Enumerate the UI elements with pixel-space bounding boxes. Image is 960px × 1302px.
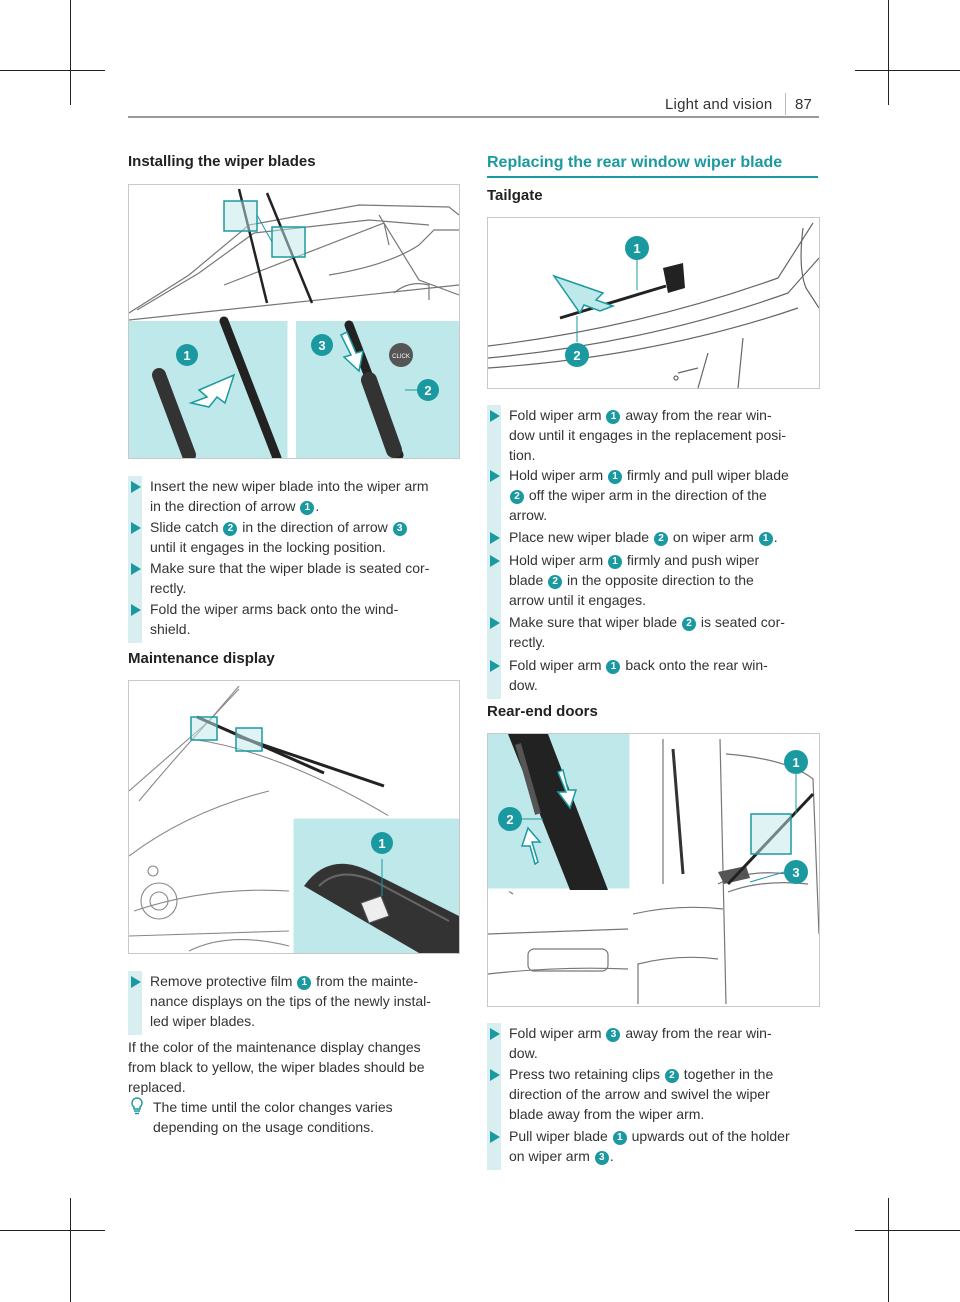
callout-3: 3	[318, 338, 325, 353]
install-step-3: Make sure that the wiper blade is seated…	[128, 558, 473, 602]
tailgate-step-6: Fold wiper arm 1 back onto the rear win-…	[487, 655, 832, 699]
step-arrow-icon	[131, 481, 141, 493]
callout-1: 1	[792, 755, 799, 770]
rear-doors-step-1: Fold wiper arm 3 away from the rear win-…	[487, 1023, 832, 1067]
crop-mark	[888, 1198, 889, 1302]
step-arrow-icon	[490, 532, 500, 544]
step-arrow-icon	[131, 563, 141, 575]
callout-1: 1	[378, 836, 385, 851]
running-header: Light and vision 87	[665, 96, 812, 113]
figure-tailgate: 1 2	[487, 217, 820, 389]
step-arrow-icon	[490, 1069, 500, 1081]
figure-install-wiper: CLICK 1 3 2	[128, 184, 460, 459]
tailgate-step-3: Place new wiper blade 2 on wiper arm 1.	[487, 527, 832, 551]
install-step-4: Fold the wiper arms back onto the wind-s…	[128, 599, 473, 643]
crop-mark	[855, 70, 960, 71]
step-arrow-icon	[490, 410, 500, 422]
rear-doors-step-2: Press two retaining clips 2 together in …	[487, 1064, 832, 1128]
tailgate-heading: Tailgate	[487, 187, 543, 204]
maintenance-illustration: 1	[129, 685, 459, 953]
step-arrow-icon	[131, 604, 141, 616]
tailgate-step-5: Make sure that wiper blade 2 is seated c…	[487, 612, 832, 656]
callout-1: 1	[183, 348, 190, 363]
step-arrow-icon	[490, 660, 500, 672]
callout-2: 2	[424, 383, 431, 398]
step-arrow-icon	[131, 976, 141, 988]
crop-mark	[0, 70, 105, 71]
tailgate-step-2: Hold wiper arm 1 firmly and pull wiper b…	[487, 465, 832, 529]
crop-mark	[70, 0, 71, 105]
page-number: 87	[795, 96, 813, 113]
step-arrow-icon	[490, 1131, 500, 1143]
header-rule	[128, 116, 819, 118]
callout-3: 3	[792, 865, 799, 880]
maintenance-heading: Maintenance display	[128, 650, 275, 667]
callout-1: 1	[633, 241, 640, 256]
header-divider	[785, 93, 786, 115]
figure-rear-doors: 1 2 3	[487, 733, 820, 1007]
section-heading-rule	[487, 176, 818, 178]
maintenance-step: Remove protective film 1 from the mainte…	[128, 971, 473, 1035]
step-arrow-icon	[490, 470, 500, 482]
crop-mark	[888, 0, 889, 105]
maintenance-paragraph: If the color of the maintenance display …	[128, 1039, 425, 1095]
section-heading: Replacing the rear window wiper blade	[487, 154, 783, 171]
crop-mark	[855, 1230, 960, 1231]
install-step-1: Insert the new wiper blade into the wipe…	[128, 476, 473, 520]
install-step-2: Slide catch 2 in the direction of arrow …	[128, 517, 473, 561]
tailgate-step-1: Fold wiper arm 1 away from the rear win-…	[487, 405, 832, 469]
crop-mark	[70, 1198, 71, 1302]
step-arrow-icon	[490, 617, 500, 629]
step-arrow-icon	[131, 522, 141, 534]
callout-2: 2	[573, 348, 580, 363]
tailgate-illustration: 1 2	[488, 222, 819, 388]
step-arrow-icon	[490, 1028, 500, 1040]
rear-doors-illustration: 1 2 3	[488, 734, 819, 1005]
crop-mark	[0, 1230, 105, 1231]
install-wiper-illustration: CLICK 1 3 2	[129, 188, 459, 458]
installing-heading: Installing the wiper blades	[128, 153, 316, 170]
rear-doors-heading: Rear-end doors	[487, 703, 598, 720]
info-icon	[129, 1097, 145, 1120]
step-arrow-icon	[490, 555, 500, 567]
figure-maintenance-display: 1	[128, 680, 460, 954]
callout-2: 2	[506, 812, 513, 827]
section-title: Light and vision	[665, 96, 773, 113]
rear-doors-step-3: Pull wiper blade 1 upwards out of the ho…	[487, 1126, 832, 1170]
click-label: CLICK	[392, 354, 410, 360]
